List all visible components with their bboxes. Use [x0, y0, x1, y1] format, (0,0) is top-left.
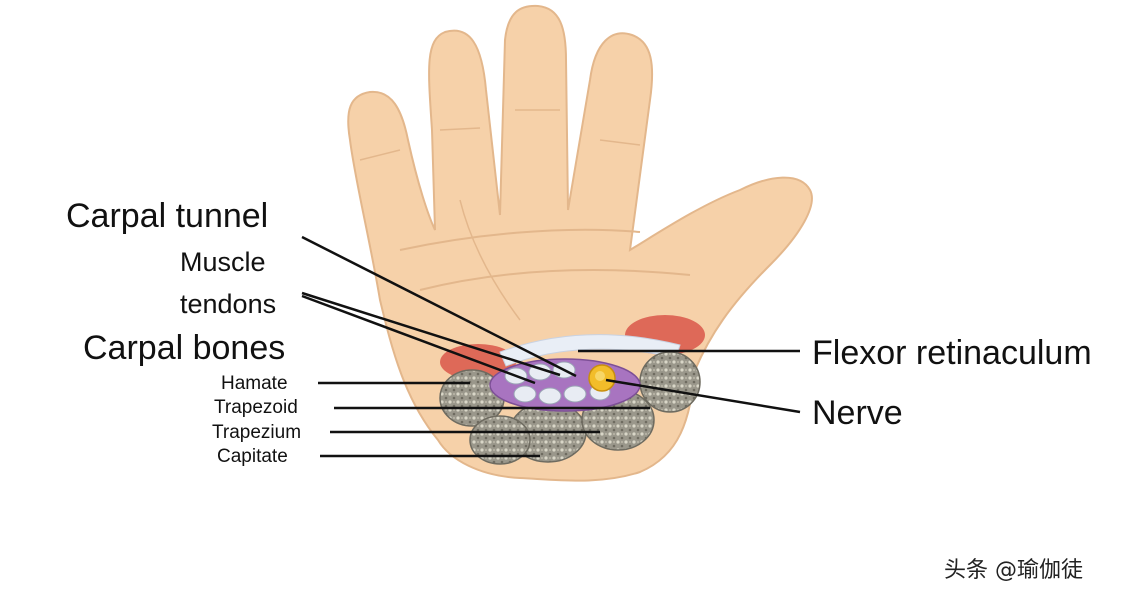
- leader-carpal-tunnel: [301, 235, 577, 378]
- label-tendons: tendons: [180, 289, 277, 319]
- watermark-text: 头条 @瑜伽徒: [944, 558, 1083, 583]
- label-trapezium: Trapezium: [212, 422, 302, 443]
- label-flexor-retinaculum: Flexor retinaculum: [812, 334, 1092, 372]
- label-carpal-bones: Carpal bones: [83, 329, 286, 367]
- leader-tendons-2: [301, 291, 561, 377]
- bone-capitate: [639, 351, 701, 413]
- leader-tendons-1: [301, 294, 536, 385]
- bone-lower: [469, 415, 531, 465]
- label-muscle: Muscle: [180, 247, 266, 277]
- leader-lines: [301, 235, 801, 458]
- label-nerve: Nerve: [812, 394, 903, 432]
- label-carpal-tunnel: Carpal tunnel: [66, 197, 269, 235]
- label-trapezoid: Trapezoid: [214, 397, 298, 418]
- leader-nerve: [605, 378, 801, 414]
- label-capitate: Capitate: [217, 446, 288, 467]
- label-hamate: Hamate: [221, 373, 288, 394]
